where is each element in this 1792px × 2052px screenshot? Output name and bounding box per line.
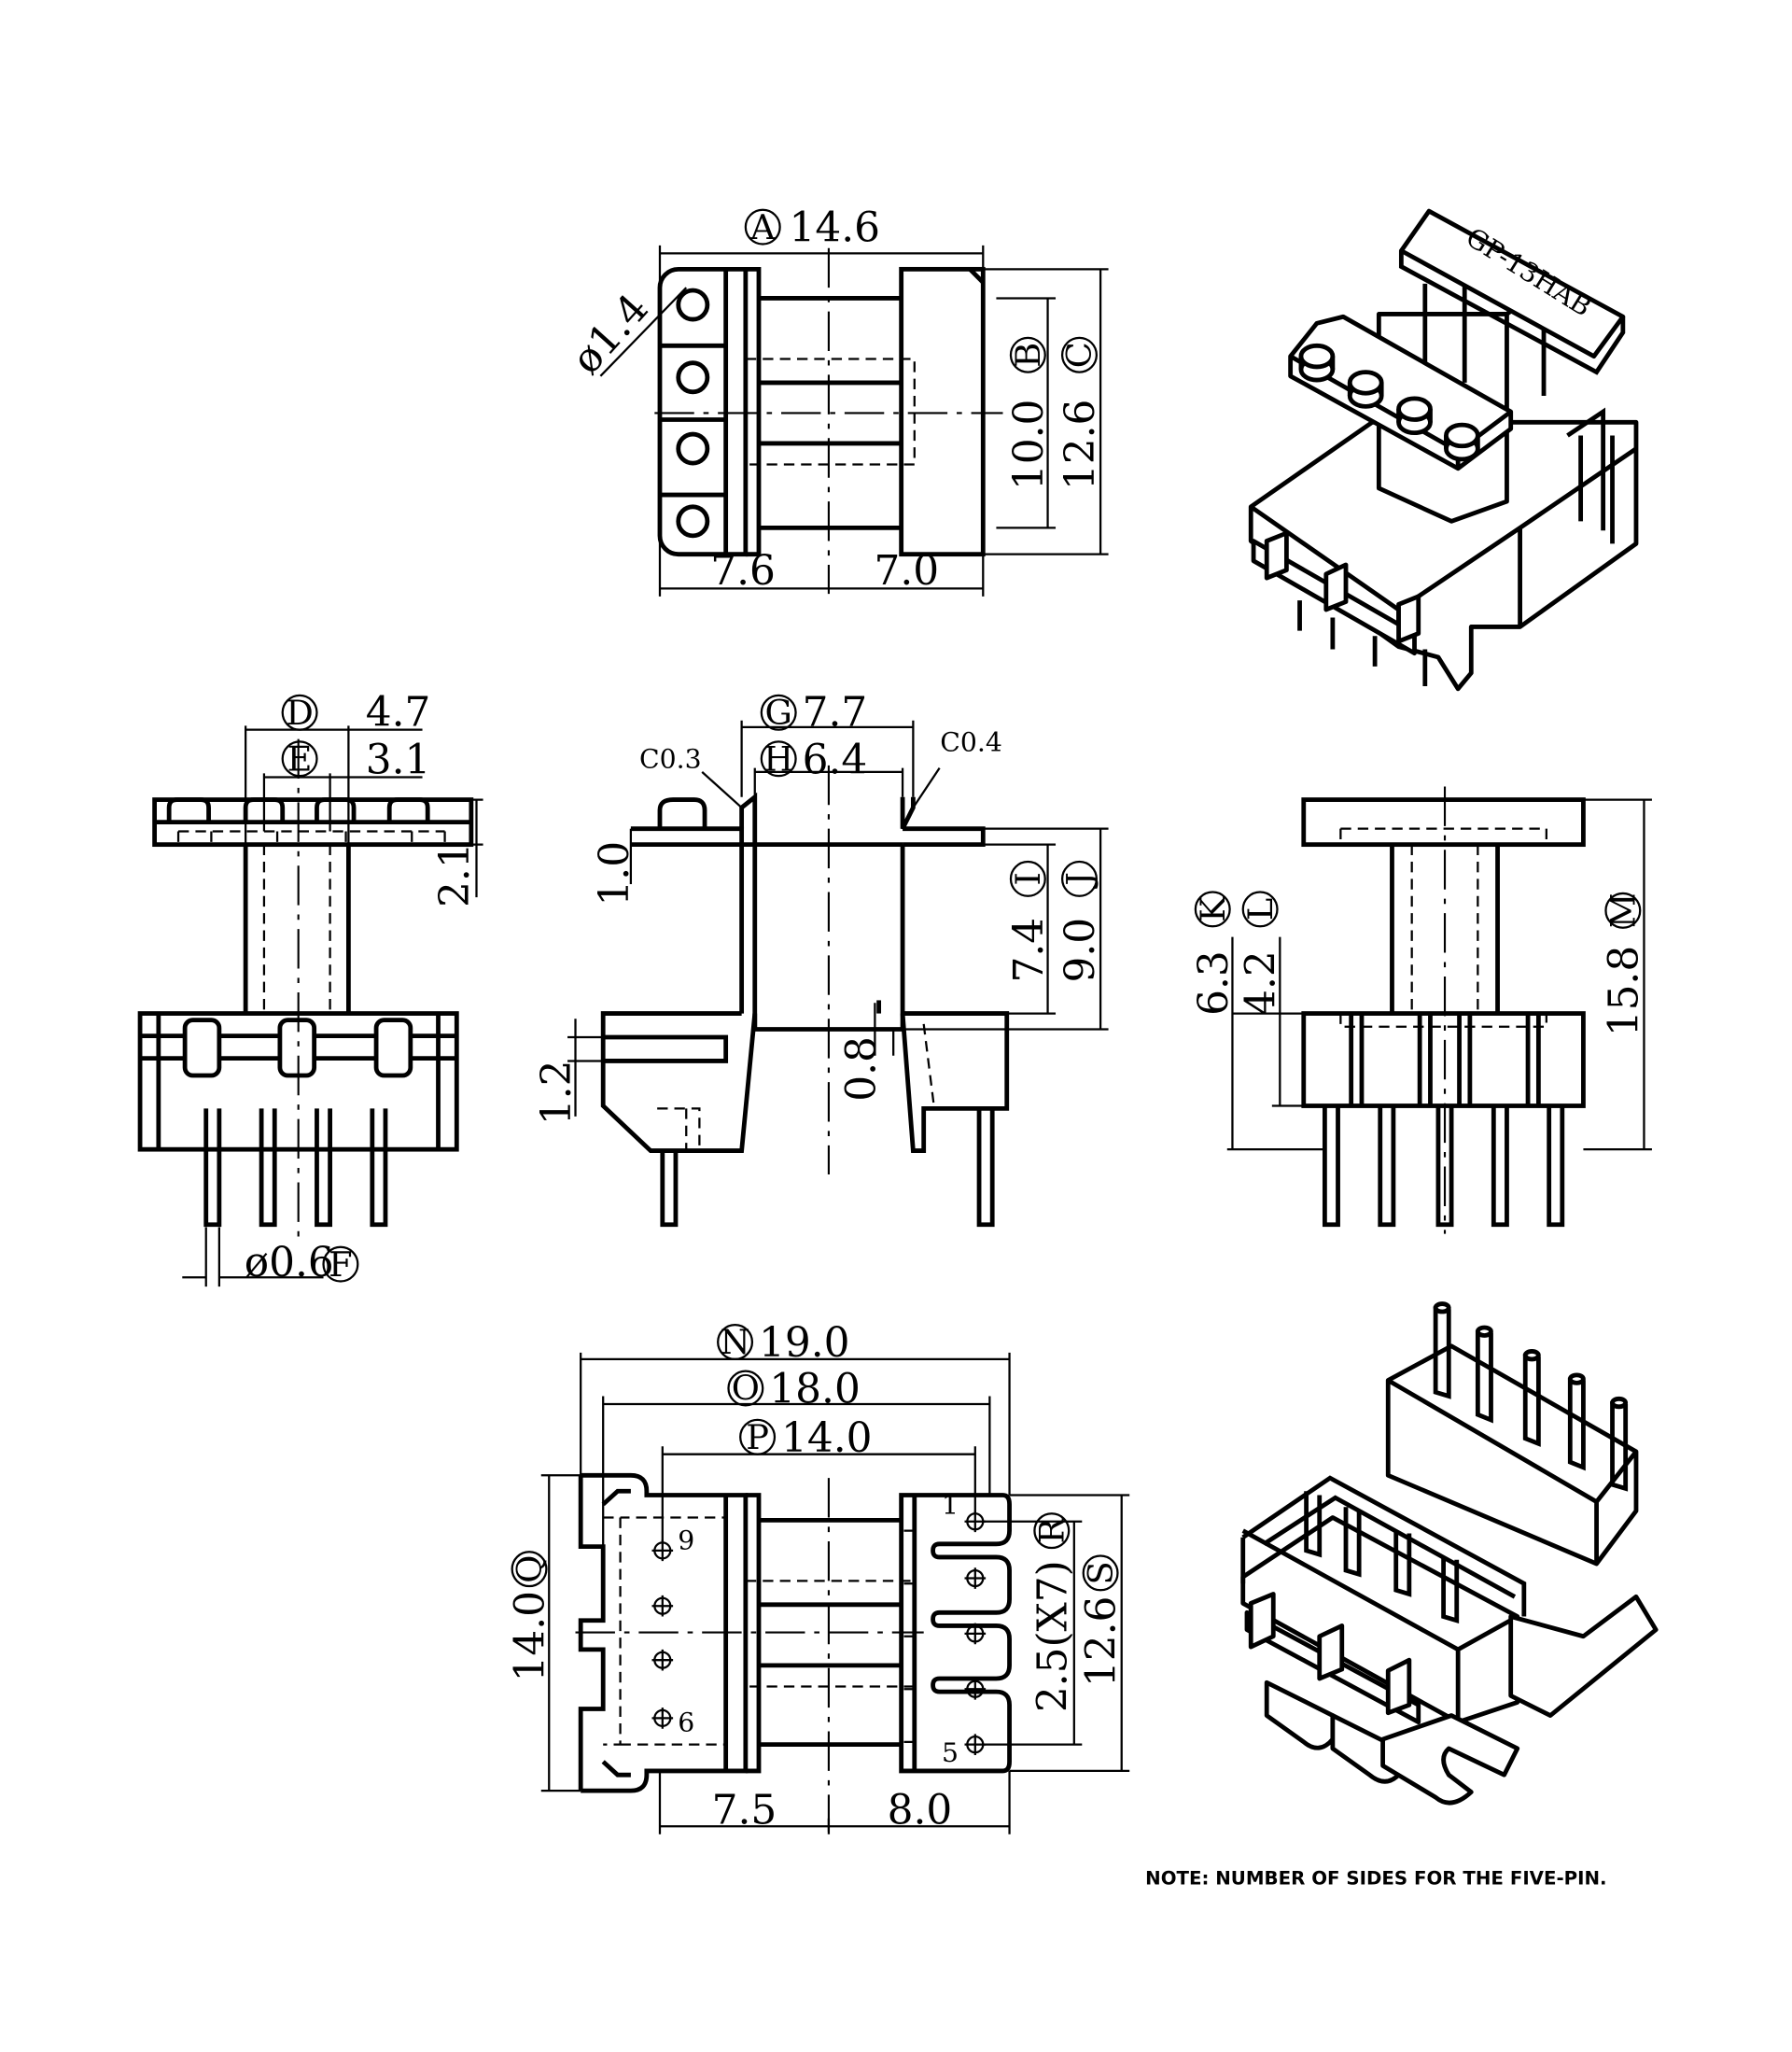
dim-flange-thickness: 2.1 [431, 842, 479, 907]
dim-q-letter: Q [510, 1555, 550, 1583]
dim-j-value: 9.0 [1057, 918, 1104, 983]
top-view: A 14.6 ø1.4 7.6 7.0 B 10.0 C 12.6 [563, 204, 1109, 597]
dim-i-value: 7.4 [1005, 918, 1053, 983]
dim-e-letter: E [287, 738, 313, 779]
dim-a: A 14.6 [744, 204, 881, 252]
pin-label-9: 9 [678, 1525, 694, 1555]
dim-r-letter: R [1032, 1517, 1072, 1544]
bottom-view: 9 6 1 5 N 19.0 O 18.0 P 14.0 7.5 8.0 Q 1… [507, 1319, 1130, 1834]
iso-view-bottom [1240, 1301, 1659, 1806]
dim-thickness: 1.0 [591, 841, 638, 907]
dim-m-letter: M [1603, 892, 1644, 928]
dim-s-value: 12.6 [1078, 1596, 1126, 1688]
pin-label-5: 5 [942, 1737, 959, 1768]
dim-b-letter: B [1008, 343, 1048, 368]
dim-q-value: 14.0 [507, 1591, 554, 1682]
front-view: G 7.7 H 6.4 C0.3 C0.4 1.0 1.2 0.8 I 7.4 … [533, 688, 1109, 1228]
dim-f-letter: F [329, 1244, 353, 1285]
dim-hole-dia: ø1.4 [563, 285, 658, 383]
dim-chamfer-left: C0.3 [639, 744, 702, 775]
iso-view-top: GP-13HAB [1248, 208, 1639, 692]
pin-label-6: 6 [678, 1708, 694, 1738]
dim-o-letter: O [732, 1369, 760, 1409]
dim-o-value: 18.0 [769, 1366, 861, 1413]
dim-c-value: 12.6 [1057, 400, 1104, 491]
dim-bottom-left-half: 7.5 [712, 1786, 777, 1834]
right-side-view: K 6.3 L 4.2 M 15.8 [1190, 786, 1652, 1234]
dim-g-letter: G [765, 693, 792, 733]
pin-label-1: 1 [942, 1489, 959, 1520]
pin-holes [651, 1511, 987, 1755]
dim-bottom-right-half: 8.0 [888, 1786, 953, 1834]
dim-k-letter: K [1193, 895, 1233, 922]
dim-f-value: ø0.6 [245, 1239, 334, 1286]
dim-r-value: 2.5(X7) [1029, 1560, 1076, 1712]
dim-e-value: 3.1 [366, 736, 431, 783]
dim-p-letter: P [746, 1417, 769, 1457]
dim-gap: 0.8 [837, 1036, 885, 1102]
dim-a-letter: A [749, 207, 776, 247]
iso-pin-caps-top [1298, 343, 1480, 462]
dim-s-letter: S [1081, 1561, 1121, 1584]
dim-a-value: 14.6 [790, 204, 881, 252]
dim-h-value: 6.4 [803, 736, 868, 783]
dim-top-left-half: 7.6 [710, 547, 776, 595]
dim-step: 1.2 [533, 1061, 581, 1126]
dim-l-value: 4.2 [1238, 950, 1285, 1016]
dim-d-letter: D [286, 693, 313, 733]
dim-g-value: 7.7 [803, 688, 868, 736]
dim-n-value: 19.0 [759, 1319, 850, 1367]
dim-chamfer-right: C0.4 [940, 726, 1002, 757]
dim-c-letter: C [1059, 342, 1099, 368]
dim-i-letter: I [1008, 872, 1048, 886]
dim-k-value: 6.3 [1190, 950, 1238, 1016]
dim-h-letter: H [763, 738, 793, 779]
dim-n-letter: N [720, 1322, 749, 1362]
note-text: NOTE: NUMBER OF SIDES FOR THE FIVE-PIN. [1145, 1867, 1606, 1889]
dim-l-letter: L [1240, 898, 1281, 921]
dim-d-value: 4.7 [366, 688, 431, 736]
dim-top-right-half: 7.0 [874, 547, 939, 595]
dim-p-value: 14.0 [781, 1414, 873, 1462]
dim-j-letter: J [1059, 872, 1099, 890]
left-side-view: D 4.7 E 3.1 2.1 ø0.6 F [137, 688, 483, 1287]
dim-b-value: 10.0 [1005, 400, 1053, 491]
dim-m-value: 15.8 [1600, 946, 1647, 1037]
